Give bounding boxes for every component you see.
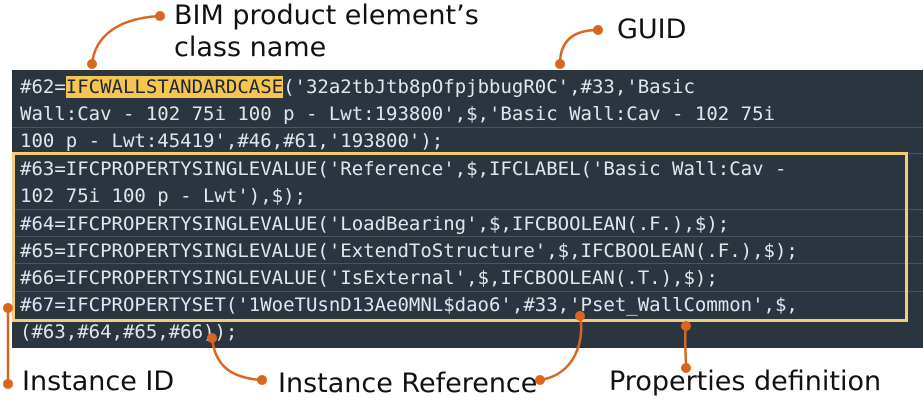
class-name-dot-end [87,59,97,69]
guid-dot-end [555,59,565,69]
properties-definition-leader [683,325,688,369]
properties-definition-dot-end [681,321,691,331]
code-separator [12,291,923,292]
code-line-1-rest: ('32a2tbJtb8pOfpjbbugR0C',#33,'Basic [283,76,695,98]
class-name-label-line1: BIM product element’s [174,0,479,31]
instance-reference-leader-2 [539,315,583,382]
code-line-3: 100 p - Lwt:45419',#46,#61,'193800'); [20,130,444,152]
instance-id-dot [3,303,13,313]
code-line-2: Wall:Cav - 102 75i 100 p - Lwt:193800',$… [20,103,775,125]
code-line-5: 102 75i 100 p - Lwt'),$); [20,185,306,207]
code-line-7: #65=IFCPROPERTYSINGLEVALUE('ExtendToStru… [20,240,798,262]
code-line-4: #63=IFCPROPERTYSINGLEVALUE('Reference',$… [20,158,787,180]
instance-reference-dot-2 [535,375,545,385]
class-name-label-line2: class name [174,32,327,63]
guid-label: GUID [617,14,687,45]
instance-id-62: #62= [20,76,66,98]
class-name-highlight: IFCWALLSTANDARDCASE [65,76,284,98]
code-line-8: #66=IFCPROPERTYSINGLEVALUE('IsExternal',… [20,267,718,289]
class-name-dot [155,11,165,21]
instance-reference-dot-end [207,333,217,343]
code-line-1: #62=IFCWALLSTANDARDCASE('32a2tbJtb8pOfpj… [20,74,695,100]
code-line-9: #67=IFCPROPERTYSET('1WoeTUsnD13Ae0MNL$da… [20,294,798,316]
code-separator [12,236,923,237]
class-name-leader [90,14,161,65]
instance-reference-leader [210,337,263,382]
guid-leader [558,28,599,65]
properties-definition-dot [681,363,691,373]
class-name-label: BIM product element’s class name [174,0,479,64]
code-line-10: (#63,#64,#65,#66)); [20,321,238,343]
properties-box [12,152,908,322]
instance-reference-dot [257,375,267,385]
properties-definition-label: Properties definition [609,366,882,397]
instance-id-label: Instance ID [22,366,175,397]
code-line-6: #64=IFCPROPERTYSINGLEVALUE('LoadBearing'… [20,213,730,235]
instance-reference-dot-2-end [575,311,585,321]
code-separator [12,263,923,264]
guid-dot [593,25,603,35]
instance-reference-label: Instance Reference [278,368,538,399]
instance-id-dot-end [3,379,13,389]
code-separator [12,209,923,210]
code-separator [12,127,923,128]
